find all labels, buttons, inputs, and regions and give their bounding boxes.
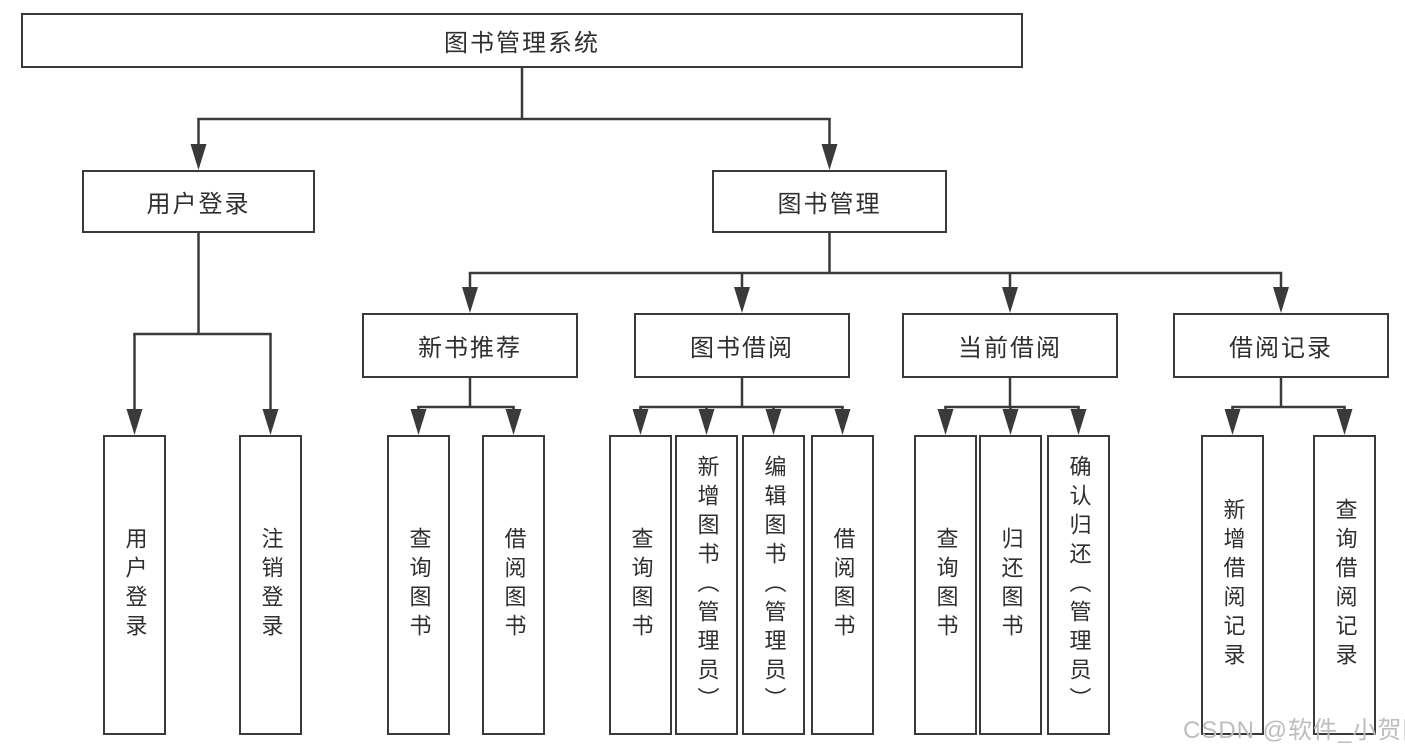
node-label: 借阅图书 xyxy=(830,527,856,643)
arrowhead-icon xyxy=(462,287,478,313)
node-label: 查询图书 xyxy=(628,527,654,643)
node-label: 图书管理 xyxy=(777,191,882,218)
node-add-borrow-record: 新增借阅记录 xyxy=(1201,435,1264,735)
arrowhead-icon xyxy=(1002,409,1019,435)
node-borrowing-records: 借阅记录 xyxy=(1173,313,1389,378)
arrowhead-icon xyxy=(126,409,143,435)
node-book-borrowing: 图书借阅 xyxy=(634,313,850,378)
arrowhead-icon xyxy=(1273,287,1289,313)
node-library-management-system: 图书管理系统 xyxy=(21,13,1023,68)
node-label: 查询借阅记录 xyxy=(1332,498,1358,672)
node-label: 新增借阅记录 xyxy=(1220,498,1246,672)
arrowhead-icon xyxy=(765,409,782,435)
node-label: 当前借阅 xyxy=(958,335,1062,362)
node-confirm-return-admin: 确认归还（管理员） xyxy=(1047,435,1110,735)
arrowhead-icon xyxy=(410,409,427,435)
node-label: 图书管理系统 xyxy=(444,30,600,57)
node-user-login-leaf: 用户登录 xyxy=(103,435,166,735)
node-label: 借阅记录 xyxy=(1229,335,1333,362)
node-label: 新增图书（管理员） xyxy=(694,454,720,716)
node-label: 注销登录 xyxy=(258,527,284,643)
node-label: 查询图书 xyxy=(933,527,959,643)
watermark: CSDN @软件_小贺同学 xyxy=(1183,717,1405,744)
node-new-book-recommend: 新书推荐 xyxy=(362,313,578,378)
arrowhead-icon xyxy=(821,144,838,170)
node-borrow-books-recommend: 借阅图书 xyxy=(482,435,545,735)
node-query-books-current: 查询图书 xyxy=(914,435,977,735)
node-query-books-recommend: 查询图书 xyxy=(387,435,450,735)
node-label: 借阅图书 xyxy=(501,527,527,643)
node-label: 归还图书 xyxy=(998,527,1024,643)
arrowhead-icon xyxy=(734,287,750,313)
node-label: 确认归还（管理员） xyxy=(1066,454,1092,716)
node-query-books-borrowing: 查询图书 xyxy=(609,435,672,735)
node-book-management: 图书管理 xyxy=(712,170,947,233)
node-label: 编辑图书（管理员） xyxy=(761,454,787,716)
arrowhead-icon xyxy=(698,409,715,435)
node-query-borrow-record: 查询借阅记录 xyxy=(1313,435,1376,735)
node-user-login: 用户登录 xyxy=(82,170,315,233)
arrowhead-icon xyxy=(1224,409,1241,435)
node-label: 图书借阅 xyxy=(690,335,794,362)
node-add-books-admin: 新增图书（管理员） xyxy=(675,435,738,735)
node-label: 查询图书 xyxy=(406,527,432,643)
node-label: 用户登录 xyxy=(146,191,251,218)
node-current-borrowing: 当前借阅 xyxy=(902,313,1118,378)
node-label: 用户登录 xyxy=(122,527,148,643)
arrowhead-icon xyxy=(262,409,279,435)
arrowhead-icon xyxy=(1002,287,1018,313)
arrowhead-icon xyxy=(1070,409,1087,435)
arrowhead-icon xyxy=(632,409,649,435)
node-edit-books-admin: 编辑图书（管理员） xyxy=(742,435,805,735)
arrowhead-icon xyxy=(1336,409,1353,435)
arrowhead-icon xyxy=(834,409,851,435)
arrowhead-icon xyxy=(190,144,207,170)
node-label: 新书推荐 xyxy=(418,335,522,362)
node-borrow-books-borrowing: 借阅图书 xyxy=(811,435,874,735)
node-return-books: 归还图书 xyxy=(979,435,1042,735)
node-logout: 注销登录 xyxy=(239,435,302,735)
arrowhead-icon xyxy=(505,409,522,435)
arrowhead-icon xyxy=(937,409,954,435)
